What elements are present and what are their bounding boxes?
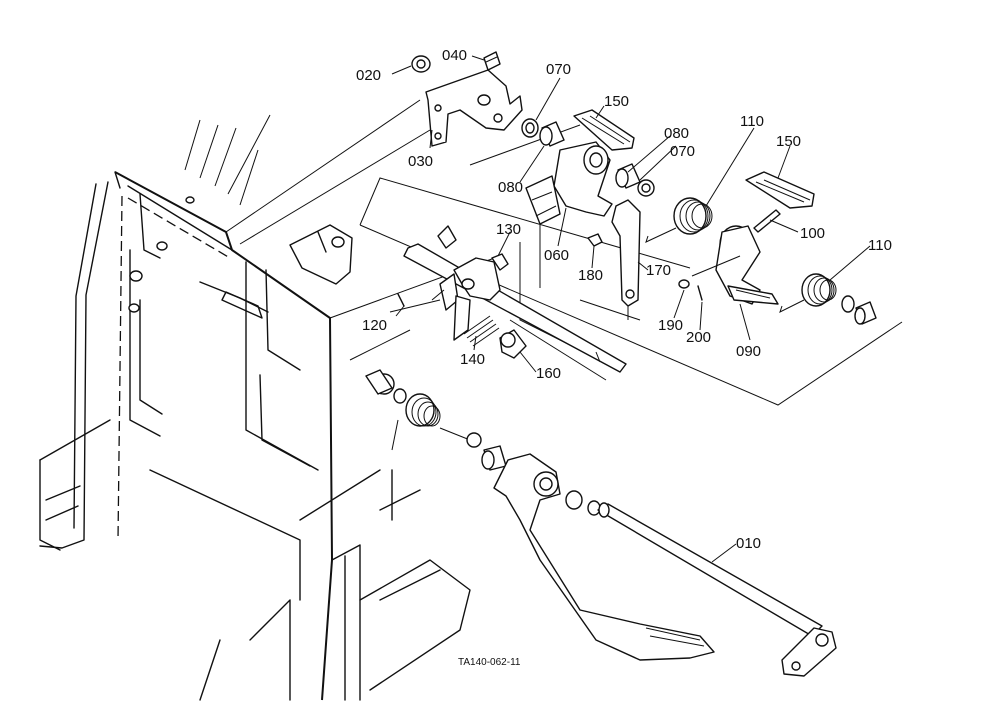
callout-170: 170 <box>646 262 671 279</box>
callout-150: 150 <box>604 93 629 110</box>
part-020-washer <box>411 55 431 73</box>
callout-160: 160 <box>536 365 561 382</box>
part-080-bushing <box>539 121 565 147</box>
part-100-pin <box>753 209 781 233</box>
part-200-pin <box>697 285 703 301</box>
part-080-bushing-right <box>615 163 641 189</box>
part-010-brake-pedal <box>493 453 837 677</box>
part-070-bushing <box>521 118 539 138</box>
callout-080: 080 <box>498 179 523 196</box>
part-110-spring-right <box>779 273 837 313</box>
callout-labels: 020 040 070 150 030 080 070 110 150 080 … <box>356 47 892 552</box>
callout-030: 030 <box>408 153 433 170</box>
callout-100: 100 <box>800 225 825 242</box>
callout-060: 060 <box>544 247 569 264</box>
callout-040: 040 <box>442 47 467 64</box>
callout-010: 010 <box>736 535 761 552</box>
part-120-pin <box>397 293 405 307</box>
part-150-pedal-pad-right <box>745 171 815 209</box>
part-140-spring <box>463 315 500 347</box>
callout-110-right: 110 <box>868 237 892 254</box>
callout-070: 070 <box>546 61 571 78</box>
callout-120: 120 <box>362 317 387 334</box>
callout-130: 130 <box>496 221 521 238</box>
part-040-bolt <box>483 51 501 71</box>
part-190-washer <box>678 279 690 289</box>
callout-140: 140 <box>460 351 485 368</box>
tractor-frame <box>39 114 471 701</box>
part-060-pedal-arm <box>525 141 613 288</box>
callout-190: 190 <box>658 317 683 334</box>
callout-150-right: 150 <box>776 133 801 150</box>
lever-assembly <box>431 257 501 341</box>
callout-070-right: 070 <box>670 143 695 160</box>
part-170-rod <box>611 199 641 320</box>
callout-020: 020 <box>356 67 381 84</box>
lower-spring <box>365 369 507 471</box>
callout-110: 110 <box>740 113 764 130</box>
part-end-bushings <box>841 295 877 325</box>
callout-090: 090 <box>736 343 761 360</box>
part-180-pin <box>587 233 603 247</box>
part-070-bushing-right <box>637 179 655 197</box>
part-030-bracket <box>425 69 523 147</box>
part-150-pedal-pad <box>573 109 635 151</box>
part-160-cap <box>499 329 527 359</box>
callout-leaders <box>391 55 871 563</box>
drawing-code: TA140-062-11 <box>458 657 521 668</box>
callout-080-right: 080 <box>664 125 689 142</box>
callout-180: 180 <box>578 267 603 284</box>
part-090-pedal-arm <box>691 225 779 305</box>
part-110-spring <box>645 197 713 243</box>
callout-200: 200 <box>686 329 711 346</box>
